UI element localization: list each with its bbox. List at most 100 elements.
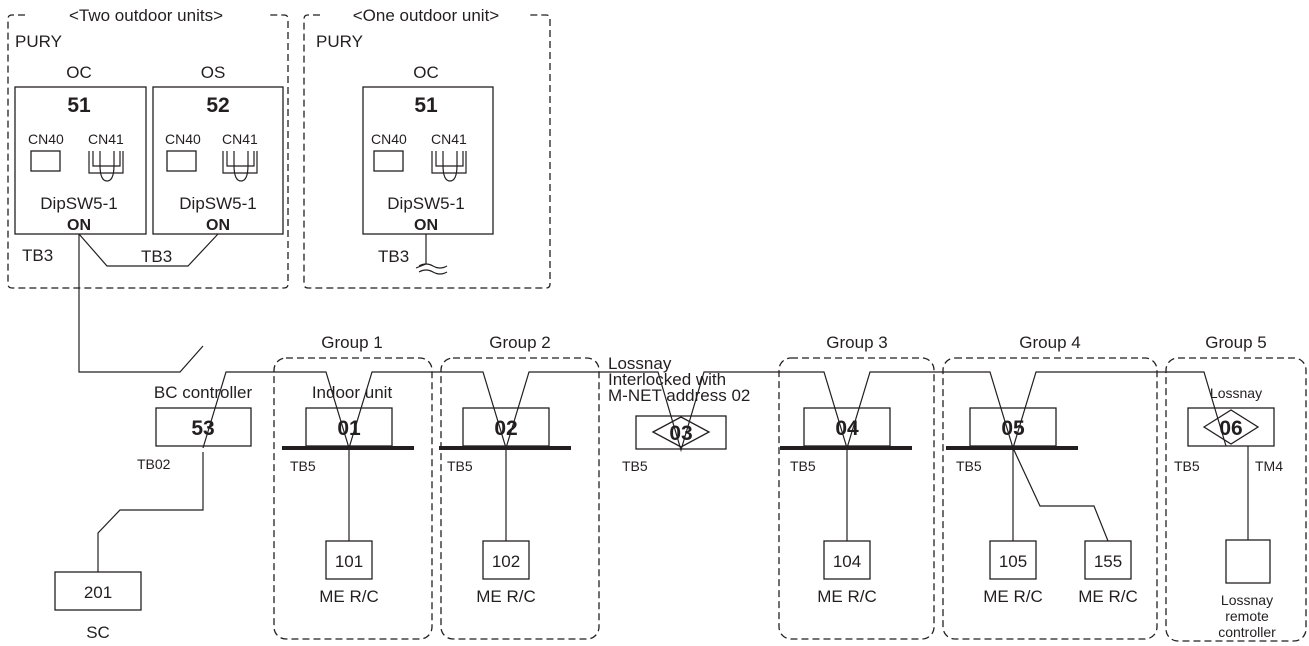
tb5-label: TB5 — [447, 458, 473, 474]
group-4-label: Group 4 — [1019, 333, 1080, 352]
remote-controller-102: 102 ME R/C — [476, 540, 536, 606]
oc-address-right: 51 — [414, 94, 438, 117]
cn40-label: CN40 — [371, 131, 407, 147]
lossnay-diamond-icon — [651, 416, 711, 448]
group-1-enclosure — [273, 357, 433, 640]
dipsw-on-label: ON — [206, 217, 230, 234]
group-5-label: Group 5 — [1205, 333, 1266, 352]
cn41-jumper-icon — [222, 151, 258, 182]
oc-label-right: OC — [413, 63, 439, 82]
bc-controller-label: BC controller — [154, 383, 253, 402]
rc-label: ME R/C — [476, 587, 536, 606]
cn41-label: CN41 — [88, 131, 124, 147]
cn40-connector — [373, 150, 404, 172]
indoor-unit-01: 01 TB5 — [282, 407, 414, 474]
cn41-label: CN41 — [222, 131, 258, 147]
rc-label: ME R/C — [817, 587, 877, 606]
system-controller: 201 SC — [54, 571, 142, 642]
rc-label: ME R/C — [319, 587, 379, 606]
tb5-label: TB5 — [956, 458, 982, 474]
indoor-unit-02: 02 TB5 — [439, 407, 571, 474]
rc-address: 155 — [1094, 552, 1122, 571]
lossnay-interlocked-line2: Interlocked with — [608, 370, 726, 389]
indoor-unit-address: 05 — [1001, 417, 1025, 440]
bc-to-sc-wire — [97, 452, 204, 572]
rc-address: 102 — [492, 552, 520, 571]
cn40-connector — [166, 150, 197, 172]
tb3-label: TB3 — [378, 247, 409, 266]
one-outdoor-unit-enclosure: <One outdoor unit> — [303, 6, 551, 289]
tb5-label: TB5 — [622, 458, 648, 474]
indoor-unit-label: Indoor unit — [312, 383, 393, 402]
tb3-label: TB3 — [141, 247, 172, 266]
group-2-enclosure — [440, 357, 600, 640]
remote-controller-155: 155 ME R/C — [1078, 540, 1138, 606]
remote-controller-101: 101 ME R/C — [319, 540, 379, 606]
rc-label: ME R/C — [1078, 587, 1138, 606]
two-outdoor-units-enclosure: <Two outdoor units> — [7, 6, 289, 289]
lossnay-interlocked-line1: Lossnay — [608, 354, 672, 373]
outdoor-to-bc-wire — [78, 234, 204, 373]
oc-label-left: OC — [66, 63, 92, 82]
tb5-label: TB5 — [790, 458, 816, 474]
lossnay-group5: Lossnay 06 TB5 TM4 — [1174, 385, 1283, 474]
lossnay-remote-controller: Lossnay remote controller — [1218, 539, 1276, 640]
tb5-label: TB5 — [1174, 458, 1200, 474]
os-label: OS — [201, 63, 226, 82]
pury-label-left: PURY — [15, 32, 62, 51]
indoor-unit-04: 04 TB5 — [780, 407, 912, 474]
cn41-label: CN41 — [431, 131, 467, 147]
lossnay-remote-line2: remote — [1225, 608, 1269, 624]
tb02-label: TB02 — [137, 456, 171, 472]
rc-address: 101 — [335, 552, 363, 571]
lossnay-remote-line3: controller — [1218, 624, 1276, 640]
cn40-label: CN40 — [28, 131, 64, 147]
sc-label: SC — [86, 623, 110, 642]
sc-address: 201 — [84, 583, 112, 602]
tb5-label: TB5 — [290, 458, 316, 474]
dipsw-label: DipSW5-1 — [40, 194, 117, 213]
oc-address-left: 51 — [67, 94, 91, 117]
cn40-label: CN40 — [165, 131, 201, 147]
outdoor-unit-oc-right: OC 51 CN40 CN41 DipSW5-1 ON — [362, 63, 494, 235]
tb3-label: TB3 — [22, 246, 53, 265]
cable-break-icon — [415, 234, 448, 275]
rc-address: 105 — [999, 552, 1027, 571]
group-5-enclosure — [1165, 357, 1307, 642]
dipsw-on-label: ON — [67, 217, 91, 234]
lossnay-interlocked-address: 03 — [669, 422, 692, 445]
one-outdoor-unit-title: <One outdoor unit> — [353, 6, 500, 25]
lossnay-remote-line1: Lossnay — [1221, 592, 1273, 608]
rc-drop-wire — [1012, 447, 1109, 542]
outdoor-unit-os: OS 52 CN40 CN41 DipSW5-1 ON — [152, 63, 284, 235]
indoor-unit-05: 05 TB5 — [946, 407, 1078, 474]
rc-address: 104 — [833, 552, 861, 571]
group-3-label: Group 3 — [826, 333, 887, 352]
dipsw-on-label: ON — [414, 217, 438, 234]
lossnay-group5-address: 06 — [1219, 417, 1242, 440]
dipsw-label: DipSW5-1 — [387, 194, 464, 213]
tm4-label: TM4 — [1255, 458, 1283, 474]
os-address: 52 — [206, 94, 229, 117]
indoor-unit-address: 01 — [337, 417, 361, 440]
cn40-connector — [30, 150, 61, 172]
tb3-link-wire — [78, 233, 219, 267]
lossnay-label: Lossnay — [1210, 385, 1262, 401]
group-3-enclosure — [778, 357, 935, 640]
indoor-unit-address: 02 — [494, 417, 517, 440]
pury-label-right: PURY — [316, 32, 363, 51]
bc-controller: BC controller 53 TB02 — [137, 383, 252, 472]
cn41-jumper-icon — [431, 151, 467, 182]
indoor-unit-address: 04 — [835, 417, 859, 440]
group-4-enclosure — [942, 357, 1158, 640]
two-outdoor-units-title: <Two outdoor units> — [69, 6, 223, 25]
cn41-jumper-icon — [88, 151, 124, 182]
remote-controller-104: 104 ME R/C — [817, 540, 877, 606]
group-2-label: Group 2 — [489, 333, 550, 352]
group-1-label: Group 1 — [321, 333, 382, 352]
bc-controller-address: 53 — [191, 417, 214, 440]
rc-label: ME R/C — [983, 587, 1043, 606]
lossnay-interlocked: Lossnay Interlocked with M-NET address 0… — [608, 354, 750, 474]
remote-controller-105: 105 ME R/C — [983, 540, 1043, 606]
